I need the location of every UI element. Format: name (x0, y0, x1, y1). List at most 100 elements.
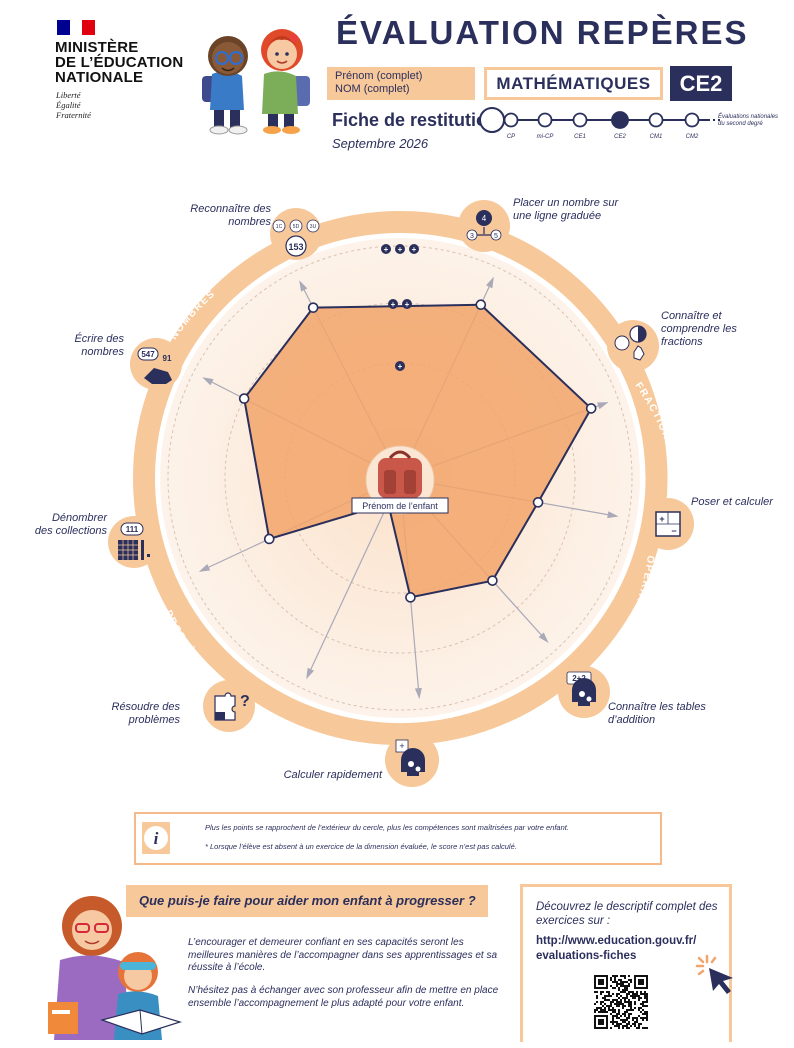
discover-box (520, 884, 732, 1042)
skill-label-line: Connaître les tables (608, 701, 706, 713)
skill-label: Poser et calculer (691, 496, 774, 508)
score-point (475, 299, 487, 311)
radar-axis-arrow (299, 280, 308, 292)
republic-flag-logo (57, 20, 96, 35)
schoolbag-icon (365, 445, 435, 515)
svg-text:3U: 3U (310, 224, 317, 230)
svg-text:+: + (398, 362, 403, 371)
skill-label-line: Connaître et (661, 310, 722, 322)
skill-label-line: des collections (35, 525, 108, 537)
skill-label-line: Dénombrer (52, 512, 108, 524)
radar-ring-2 (224, 302, 576, 654)
ministry-line-2: DE L’ÉDUCATION (55, 54, 184, 71)
last-name-field: NOM (complet) (335, 83, 410, 95)
svg-text:+: + (398, 245, 403, 254)
timeline-step-3 (611, 111, 629, 129)
level-marker-1: + (395, 361, 405, 371)
score-point (238, 393, 250, 404)
svg-text:547: 547 (141, 350, 155, 359)
page-title: ÉVALUATION REPÈRES (336, 14, 749, 51)
child-name-label: Prénom de l’enfant (362, 501, 438, 511)
skill-label: Calculer rapidement (284, 769, 383, 781)
fraction-icon (607, 320, 659, 372)
discover-text: Découvrez le descriptif complet des exer… (536, 901, 718, 927)
timeline-end-line-1: Évaluations nationales (718, 114, 779, 120)
skill-label-line: nombres (81, 346, 124, 358)
timeline-step-2 (572, 112, 588, 128)
puzzle-icon: ? (203, 680, 255, 732)
score-point (263, 533, 275, 545)
score-point (532, 497, 544, 508)
evaluation-link-line-1[interactable]: http://www.education.gouv.fr/ (536, 935, 697, 947)
radar-axis-arrow (198, 564, 211, 572)
mental-calc-icon: + (385, 733, 439, 787)
svg-text:4: 4 (482, 214, 487, 223)
score-point (307, 302, 319, 313)
skill-label-line: fractions (661, 336, 703, 348)
svg-text:5: 5 (494, 233, 498, 240)
score-point (487, 575, 498, 586)
parent-child-illustration (48, 896, 183, 1040)
svg-text:5D: 5D (293, 224, 300, 230)
pointer-cursor-icon (695, 954, 733, 994)
timeline-step-label: CM1 (650, 134, 663, 140)
radar-axis-arrow (202, 377, 214, 386)
info-text-scores: Plus les points se rapprochent de l’exté… (205, 823, 569, 832)
svg-text:3: 3 (470, 233, 474, 240)
svg-text:+: + (399, 741, 404, 751)
svg-text:−: − (671, 526, 676, 536)
level-marker-2: + + (388, 299, 412, 309)
info-text-absence: * Lorsque l’élève est absent à un exerci… (205, 842, 517, 851)
students-illustration (202, 29, 310, 135)
skill-label-line: nombres (228, 216, 271, 228)
timeline-end-note: Évaluations nationales du second degré (718, 114, 778, 128)
radar-axis-arrow (597, 402, 609, 410)
timeline-step-5 (684, 112, 700, 128)
svg-text:i: i (154, 829, 159, 848)
center-label-box (351, 497, 449, 514)
motto-liberte: Liberté (56, 90, 81, 100)
level-badge: CE2 (670, 66, 732, 101)
skills-radar-chart: + + + + + + Prénom de l’enfant NOMBRES F… (35, 197, 774, 787)
timeline-step-label: CP (507, 134, 515, 140)
motto-fraternite: Fraternité (56, 110, 91, 120)
qr-code[interactable] (592, 973, 650, 1031)
score-point (405, 592, 416, 603)
radar-axis-arrow (414, 687, 422, 700)
timeline-step-label: CE1 (574, 134, 586, 140)
svg-text:+: + (391, 300, 396, 309)
info-icon: i (142, 822, 170, 854)
evaluation-date: Septembre 2026 (332, 136, 429, 151)
timeline-step-label: CE2 (614, 134, 626, 140)
skill-label-line: problèmes (128, 714, 181, 726)
counting-icon: 111 (108, 516, 160, 568)
evaluation-link[interactable]: http://www.education.gouv.fr/ evaluation… (536, 934, 726, 964)
svg-text:+: + (384, 245, 389, 254)
writing-numbers-icon: 547 91 (130, 338, 182, 390)
help-question: Que puis-je faire pour aider mon enfant … (139, 893, 476, 908)
number-line-icon: 4 3 5 (458, 200, 510, 252)
timeline-step-label: CM2 (686, 134, 699, 140)
svg-text:+: + (405, 300, 410, 309)
skill-label-line: Écrire des (74, 332, 124, 345)
skill-label-line: Placer un nombre sur (513, 197, 619, 209)
skill-label-line: Calculer rapidement (284, 769, 383, 781)
recognize-numbers-icon: 1C 5D 3U 153 (270, 208, 322, 260)
skill-label-line: une ligne graduée (513, 210, 601, 222)
score-point (585, 403, 597, 414)
radar-axis-arrow (607, 511, 619, 519)
radar-axis-arrow (538, 632, 549, 643)
ministry-line-1: MINISTÈRE (55, 39, 139, 56)
svg-text:?: ? (240, 693, 250, 710)
radar-axis-arrow (306, 667, 314, 680)
evaluation-link-line-2[interactable]: evaluations-fiches (536, 950, 637, 962)
calculation-icon: + − (642, 498, 694, 550)
timeline-end-line-2: du second degré (718, 121, 763, 127)
radar-axis-arrow (486, 276, 494, 289)
